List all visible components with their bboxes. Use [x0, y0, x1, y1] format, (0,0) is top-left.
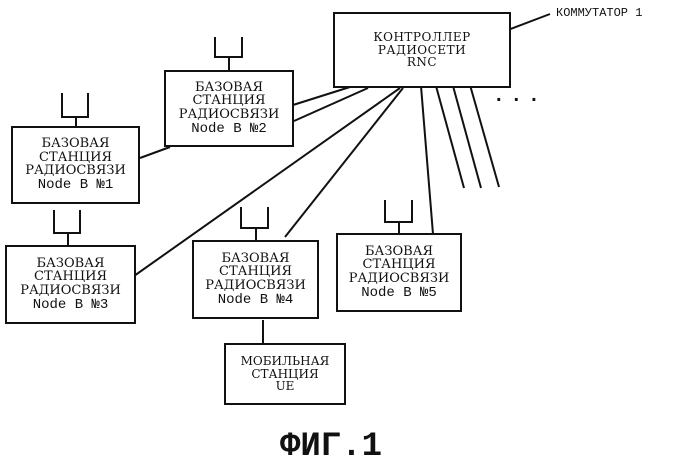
node-b-line: РАДИОСВЯЗИ [20, 282, 121, 298]
figure-caption: ФИГ.1 [280, 428, 383, 466]
node-b-line: РАДИОСВЯЗИ [205, 277, 306, 293]
ue-line: СТАНЦИЯ [251, 366, 319, 381]
node-b-line: СТАНЦИЯ [39, 149, 112, 165]
link-rnc-nodeb1 [139, 146, 171, 159]
node-b-id: Node B №2 [191, 120, 267, 137]
antenna-icon [53, 210, 81, 245]
node-b-line: СТАНЦИЯ [192, 93, 266, 109]
switch-label: КОММУТАТОР 1 [556, 6, 643, 20]
node-b-line: СТАНЦИЯ [219, 264, 292, 280]
node-b-line: БАЗОВАЯ [364, 243, 434, 259]
node-b-line: БАЗОВАЯ [41, 136, 110, 152]
ue-box: МОБИЛЬНАЯ СТАНЦИЯ UE [224, 343, 346, 405]
link-rnc-extra-3 [469, 84, 500, 188]
node-b-id: Node B №1 [37, 177, 114, 194]
node-b-line: РАДИОСВЯЗИ [25, 163, 126, 179]
antenna-icon [61, 93, 89, 126]
node-b-line: БАЗОВАЯ [221, 250, 290, 266]
node-b-3: БАЗОВАЯ СТАНЦИЯ РАДИОСВЯЗИ Node B №3 [5, 245, 136, 324]
node-b-line: СТАНЦИЯ [34, 269, 107, 285]
ue-line: UE [275, 379, 295, 394]
node-b-1: БАЗОВАЯ СТАНЦИЯ РАДИОСВЯЗИ Node B №1 [11, 126, 140, 204]
node-b-line: РАДИОСВЯЗИ [348, 270, 450, 286]
link-rnc-extra-2 [452, 85, 482, 189]
node-b-4: БАЗОВАЯ СТАНЦИЯ РАДИОСВЯЗИ Node B №4 [192, 240, 319, 319]
link-rnc-extra-1 [435, 85, 465, 189]
ue-line: МОБИЛЬНАЯ [240, 354, 330, 369]
node-b-id: Node B №4 [217, 291, 294, 308]
node-b-id: Node B №3 [32, 296, 109, 313]
link-rnc-nodeb4 [284, 87, 404, 238]
rnc-line: РАДИОСЕТИ [377, 42, 467, 57]
node-b-id: Node B №5 [361, 284, 437, 301]
rnc-line: RNC [406, 55, 438, 70]
node-b-2: БАЗОВАЯ СТАНЦИЯ РАДИОСВЯЗИ Node B №2 [164, 70, 294, 147]
node-b-line: БАЗОВАЯ [36, 255, 105, 271]
node-b-line: СТАНЦИЯ [362, 257, 436, 273]
antenna-icon [240, 207, 269, 240]
rnc-box: КОНТРОЛЛЕР РАДИОСЕТИ RNC [333, 12, 511, 88]
link-rnc-nodeb5 [420, 85, 434, 235]
link-rnc-nodeb2-b [293, 87, 369, 122]
rnc-line: КОНТРОЛЛЕР [373, 30, 471, 45]
node-b-5: БАЗОВАЯ СТАНЦИЯ РАДИОСВЯЗИ Node B №5 [336, 233, 462, 312]
antenna-icon [214, 37, 243, 71]
link-rnc-nodeb3 [133, 87, 401, 277]
ellipsis: ... [496, 84, 549, 106]
node-b-line: БАЗОВАЯ [194, 79, 264, 95]
link-rnc-nodeb2-a [292, 86, 351, 106]
node-b-line: РАДИОСВЯЗИ [178, 106, 280, 122]
switch-leader-line [507, 13, 551, 31]
antenna-icon [384, 200, 413, 233]
